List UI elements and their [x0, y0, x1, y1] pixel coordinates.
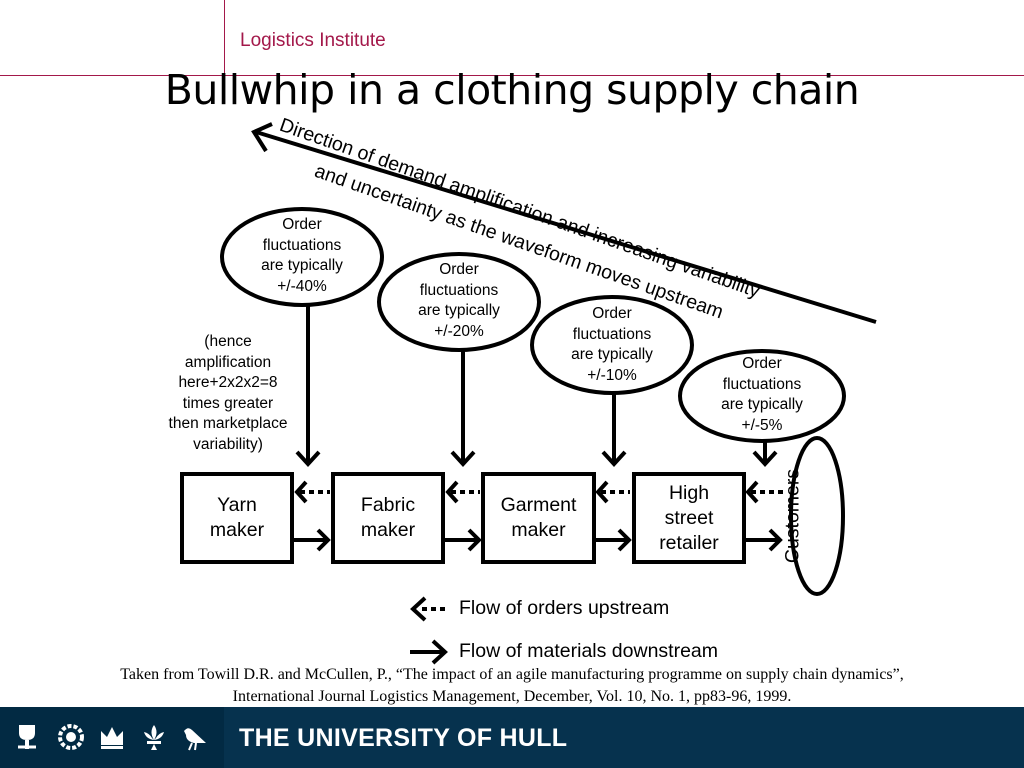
legend-orders-label: Flow of orders upstream [459, 597, 670, 619]
order-arrow-4-head [745, 480, 759, 504]
order-arrow-2-head [445, 480, 459, 504]
university-name: THE UNIVERSITY OF HULL [239, 724, 568, 752]
ellipse-20 [377, 252, 541, 352]
legend-materials-label: Flow of materials downstream [459, 640, 719, 662]
bird-icon [184, 728, 206, 751]
demand-amplification-arrow-head [251, 122, 273, 153]
down-arrow-retailer-head [752, 450, 778, 467]
citation: Taken from Towill D.R. and McCullen, P.,… [120, 666, 904, 705]
crown-icon [101, 727, 123, 749]
ellipse-40 [220, 207, 384, 307]
legend-orders-head [410, 596, 427, 622]
rose-icon [18, 725, 36, 749]
fleur-de-lis-icon [144, 725, 164, 750]
header-horizontal-divider [0, 75, 1024, 76]
institute-name: Logistics Institute [240, 30, 386, 51]
amplification-note: (hence amplification here+2x2x2=8 times … [168, 333, 288, 453]
demand-amplification-arrow-line [255, 130, 877, 324]
customers-ellipse [789, 436, 845, 596]
legend-materials-head [431, 639, 448, 665]
header-vertical-divider [224, 0, 225, 75]
material-arrow-1-head [316, 528, 331, 552]
ellipse-5 [678, 349, 846, 443]
material-arrow-2-head [467, 528, 482, 552]
gear-rose-icon [58, 724, 84, 750]
slide-title: Bullwhip in a clothing supply chain [164, 66, 860, 114]
down-arrow-garment-head [601, 450, 627, 467]
material-arrow-4-head [768, 528, 783, 552]
order-arrow-3-head [595, 480, 609, 504]
order-arrow-1-head [294, 480, 308, 504]
down-arrow-yarn-head [295, 450, 321, 467]
customers-label: Customers [781, 468, 804, 564]
material-arrow-3-head [617, 528, 632, 552]
footer-crest-panel [0, 707, 224, 768]
footer-bar [0, 707, 1024, 768]
down-arrow-fabric-head [450, 450, 476, 467]
